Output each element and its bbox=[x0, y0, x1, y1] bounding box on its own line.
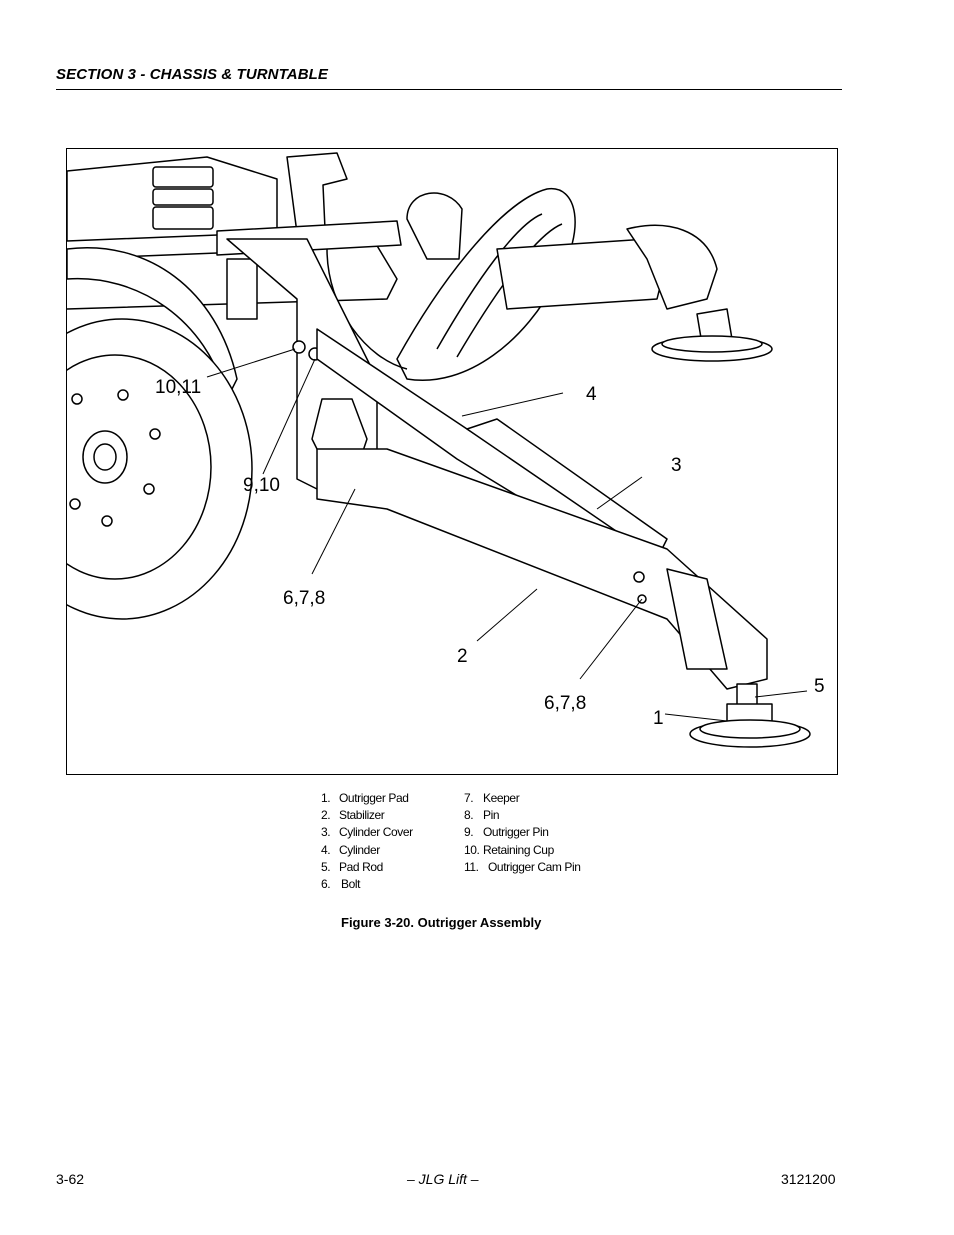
callout-1: 1 bbox=[653, 708, 664, 729]
leader-4 bbox=[461, 392, 564, 417]
legend-item: 8.Pin bbox=[464, 808, 500, 823]
callout-4: 4 bbox=[586, 384, 597, 405]
outrigger-drawing: 10,11 9,10 6,7,8 2 4 3 6,7,8 5 1 bbox=[67, 152, 825, 748]
leader-6-7-8-upper bbox=[311, 488, 356, 575]
legend-item: 10.Retaining Cup bbox=[464, 842, 554, 857]
callout-5: 5 bbox=[814, 676, 825, 697]
legend-item: 4.Cylinder bbox=[321, 842, 380, 857]
leader-5 bbox=[754, 690, 808, 698]
legend-item: 1.Outrigger Pad bbox=[321, 791, 409, 805]
callout-6-7-8-lower: 6,7,8 bbox=[544, 693, 586, 714]
legend-item: 9.Outrigger Pin bbox=[464, 825, 549, 840]
leader-3 bbox=[596, 476, 643, 510]
header-rule bbox=[56, 89, 842, 90]
legend-item: 6.Bolt bbox=[321, 877, 361, 892]
leader-6-7-8-lower bbox=[579, 598, 643, 680]
legend-column-1: 1.Outrigger Pad 2.Stabilizer 3.Cylinder … bbox=[321, 790, 413, 893]
legend-item: 7.Keeper bbox=[464, 791, 520, 805]
tail-light-upper bbox=[152, 166, 214, 188]
tail-light-middle bbox=[152, 188, 214, 206]
callout-6-7-8-upper: 6,7,8 bbox=[283, 588, 325, 609]
cylinder-cover bbox=[466, 418, 668, 560]
callout-2: 2 bbox=[457, 646, 468, 667]
tail-light-lower bbox=[152, 206, 214, 230]
section-title: SECTION 3 - CHASSIS & TURNTABLE bbox=[56, 66, 329, 83]
page-number: 3-62 bbox=[56, 1171, 85, 1187]
callout-3: 3 bbox=[671, 455, 682, 476]
legend-item: 3.Cylinder Cover bbox=[321, 825, 413, 840]
retaining-cup bbox=[292, 340, 306, 354]
callout-9-10: 9,10 bbox=[243, 475, 280, 496]
legend-item: 11.Outrigger Cam Pin bbox=[464, 859, 581, 874]
leader-2 bbox=[476, 588, 538, 642]
legend-column-2: 7.Keeper 8.Pin 9.Outrigger Pin 10.Retain… bbox=[464, 790, 581, 876]
hitch-bracket bbox=[286, 152, 348, 234]
bolt-lower bbox=[633, 571, 645, 583]
legend-item: 2.Stabilizer bbox=[321, 808, 385, 823]
callout-10-11: 10,11 bbox=[155, 377, 201, 398]
outrigger-assembly-figure: 10,11 9,10 6,7,8 2 4 3 6,7,8 5 1 bbox=[66, 148, 838, 775]
leader-1 bbox=[664, 713, 728, 722]
figure-caption: Figure 3-20. Outrigger Assembly bbox=[341, 915, 542, 930]
leader-10-11 bbox=[206, 348, 296, 378]
leader-9-10 bbox=[262, 358, 316, 475]
document-number: 3121200 bbox=[781, 1171, 836, 1187]
spare-tire bbox=[396, 188, 576, 381]
footer-title: – JLG Lift – bbox=[407, 1171, 479, 1187]
legend-item: 5.Pad Rod bbox=[321, 859, 383, 874]
